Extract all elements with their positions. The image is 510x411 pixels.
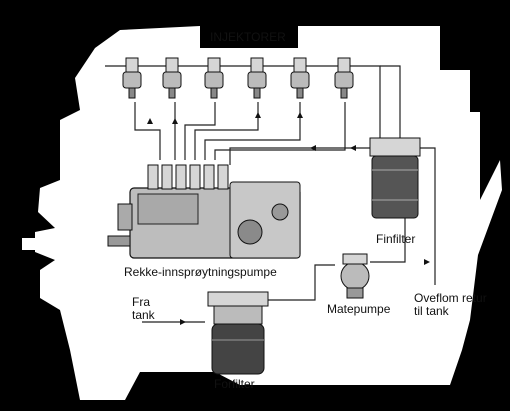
finfilter-to-pump-line [229,147,370,165]
injector-icon [162,57,182,99]
injector-icon [334,57,354,99]
prefilter-to-feed-line [265,264,335,301]
injector-icon [122,57,142,99]
pre-filter-label: Forfilter [214,377,255,391]
pressure-line-1 [134,102,161,160]
feed-pump [340,253,370,299]
engine-top-bolt [330,38,344,48]
flow-arrow [255,112,261,118]
pressure-line-6 [214,102,346,160]
injector-icon [247,57,267,99]
flow-arrow [172,118,178,124]
injectors [122,57,354,99]
overflow-label: Oveflom retur til tank [414,292,487,318]
injectors-label: INJEKTORER [210,30,286,44]
overflow-return-line [420,147,436,285]
fine-filter-label: Finfilter [376,232,416,246]
injector-icon [290,57,310,99]
fine-filter [369,137,421,219]
pressure-line-3 [184,102,216,160]
overflow-line-1: Oveflom retur [414,291,487,305]
feed-to-finfilter-line [370,215,406,263]
pump-label: Rekke-innsprøytningspumpe [124,265,277,279]
engine-side-bolt [22,238,40,250]
pre-filter [207,291,269,375]
flow-arrow [297,112,303,118]
from-tank-line-1: Fra [132,295,150,309]
return-line-top [380,65,401,140]
flow-arrow [424,259,430,265]
feed-pump-label: Matepumpe [327,302,391,316]
from-tank-label: Fra tank [132,296,155,322]
overflow-line-2: til tank [414,304,449,318]
fuel-lines [105,65,436,323]
flow-arrow [310,145,316,151]
flow-arrow [147,118,153,124]
injection-pump [107,164,301,259]
from-tank-line-2: tank [132,308,155,322]
flow-arrow [350,145,356,151]
pressure-line-5 [204,102,301,160]
flow-arrow [180,319,186,325]
injector-icon [204,57,224,99]
